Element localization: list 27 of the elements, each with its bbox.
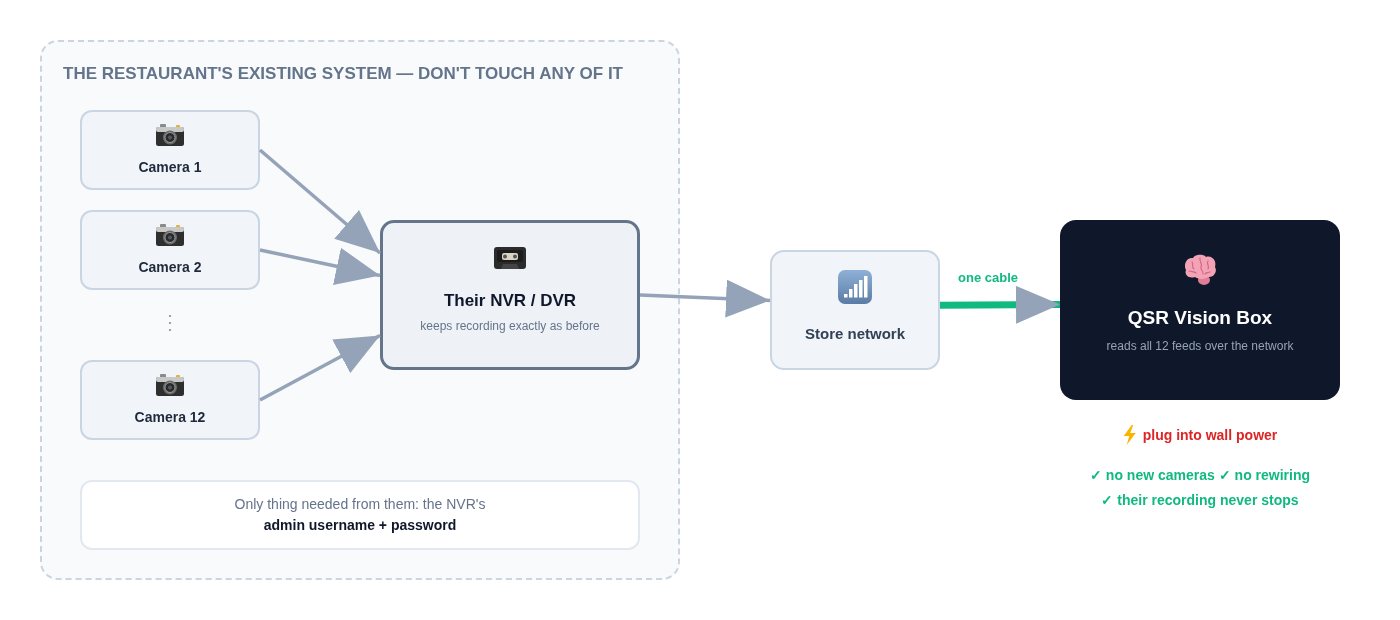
arrow <box>258 148 382 255</box>
benefit-note: ✓ their recording never stops <box>1101 491 1299 509</box>
recorder-card <box>380 220 640 370</box>
note-card <box>80 480 640 550</box>
network-label: Store network <box>805 325 905 343</box>
group-title: THE RESTAURANT'S EXISTING SYSTEM — DON'T TOUCH ANY OF IT <box>63 64 623 84</box>
camera-label: Camera 1 <box>138 159 202 176</box>
arrow <box>259 247 381 285</box>
benefit-note: ✓ no new cameras ✓ no rewiring <box>1089 466 1311 484</box>
recorder-title: Their NVR / DVR <box>443 291 577 311</box>
device-subtitle: reads all 12 feeds over the network <box>1106 339 1294 354</box>
note-text: Only thing needed from them: the NVR's admin username + password <box>234 495 486 535</box>
device-title: QSR Vision Box <box>1127 307 1273 329</box>
vertical-ellipsis: ⋮ <box>160 311 180 333</box>
arrow <box>259 333 381 402</box>
camera-label: Camera 12 <box>134 409 206 426</box>
network-card <box>770 250 940 370</box>
camera-label: Camera 2 <box>138 259 202 276</box>
arrow <box>639 279 771 318</box>
arrow <box>940 285 1060 324</box>
recorder-subtitle: keeps recording exactly as before <box>420 319 600 334</box>
system-boundary-panel <box>40 40 680 580</box>
camera-card <box>80 110 260 190</box>
camera-card <box>80 360 260 440</box>
camera-card <box>80 210 260 290</box>
power-note: plug into wall power <box>1142 426 1278 444</box>
device-card <box>1060 220 1340 400</box>
